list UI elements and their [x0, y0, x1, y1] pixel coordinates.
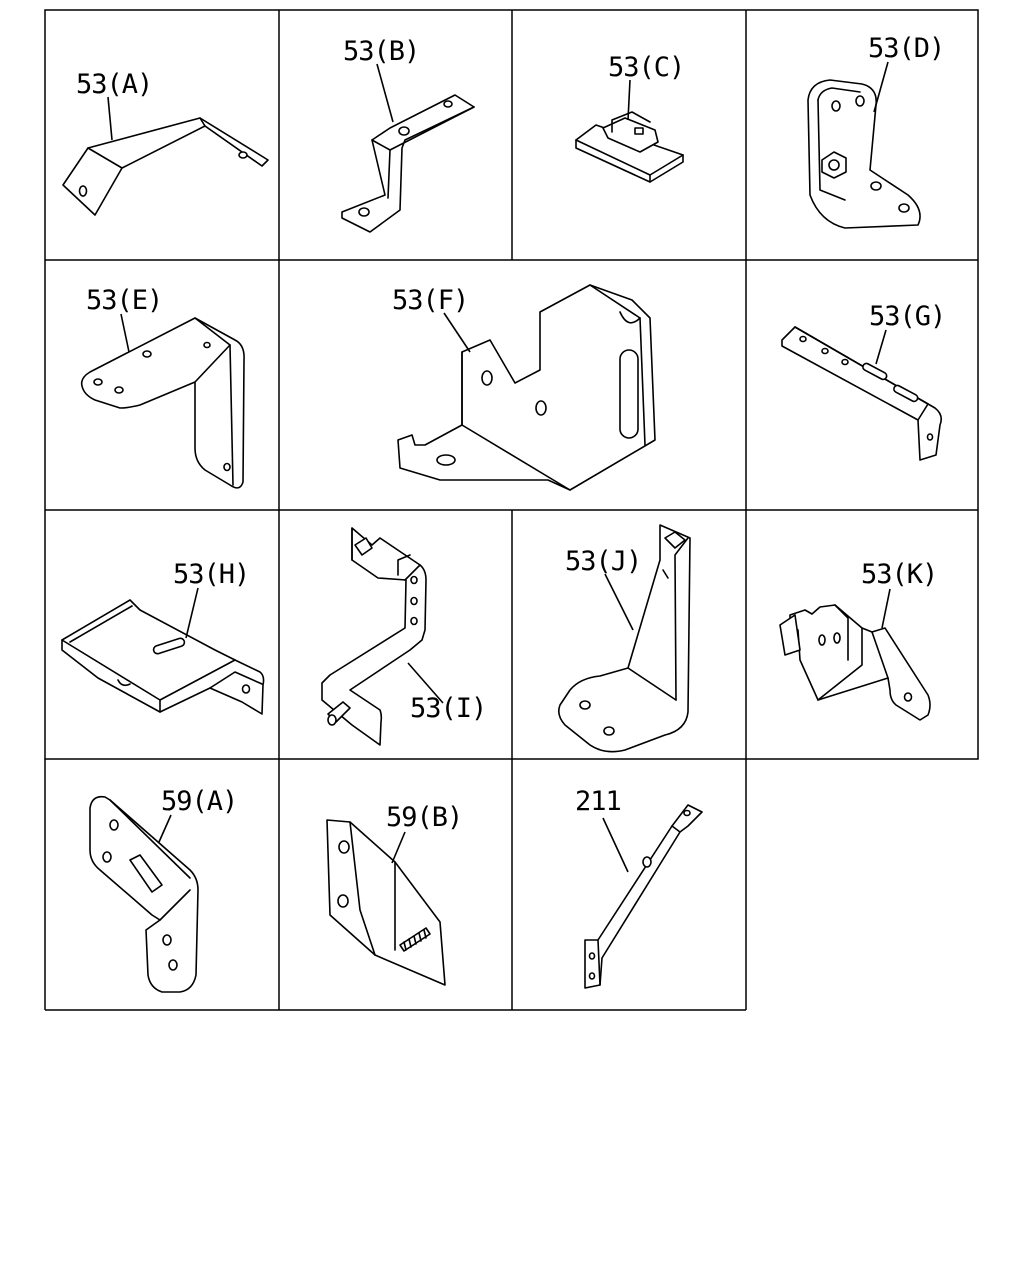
leader-53k [881, 588, 891, 629]
callout-53g: 53(G) [869, 301, 945, 332]
leader-53b [376, 63, 394, 123]
leader-53c [627, 79, 631, 121]
leader-53h [185, 587, 199, 639]
callout-53f: 53(F) [392, 285, 468, 316]
bracket-59a [89, 795, 199, 993]
bracket-53g [781, 326, 942, 461]
callout-59b: 59(B) [386, 802, 462, 833]
leader-53g [875, 329, 887, 365]
leader-53i [407, 662, 444, 704]
callout-53j: 53(J) [565, 546, 641, 577]
bracket-59b [326, 819, 446, 986]
leader-59a [158, 814, 172, 843]
leader-53j [604, 573, 634, 631]
bracket-53f [397, 284, 656, 491]
leader-211 [602, 817, 629, 873]
bracket-53i [321, 527, 427, 746]
leader-53f [443, 312, 471, 353]
bracket-53e [80, 317, 245, 489]
leader-53a [107, 96, 113, 141]
bracket-211 [584, 804, 703, 989]
parts-grid [44, 9, 979, 1011]
bracket-53a [62, 117, 269, 216]
callout-53c: 53(C) [608, 52, 684, 83]
callout-53a: 53(A) [76, 69, 152, 100]
leader-59b [391, 831, 406, 864]
leader-53d [873, 61, 889, 113]
bracket-53h [61, 599, 265, 715]
bracket-53k [779, 604, 931, 721]
callout-53b: 53(B) [343, 36, 419, 67]
callout-53h: 53(H) [173, 559, 249, 590]
callout-53i: 53(I) [410, 693, 486, 724]
bracket-53c [575, 111, 684, 183]
callout-53k: 53(K) [861, 559, 937, 590]
bracket-53j [558, 524, 691, 753]
leader-53e [120, 313, 130, 353]
callout-211: 211 [575, 786, 621, 817]
bracket-53b [341, 94, 475, 233]
callout-53d: 53(D) [868, 33, 944, 64]
callout-59a: 59(A) [161, 786, 237, 817]
callout-53e: 53(E) [86, 285, 162, 316]
bracket-53d [807, 79, 921, 229]
